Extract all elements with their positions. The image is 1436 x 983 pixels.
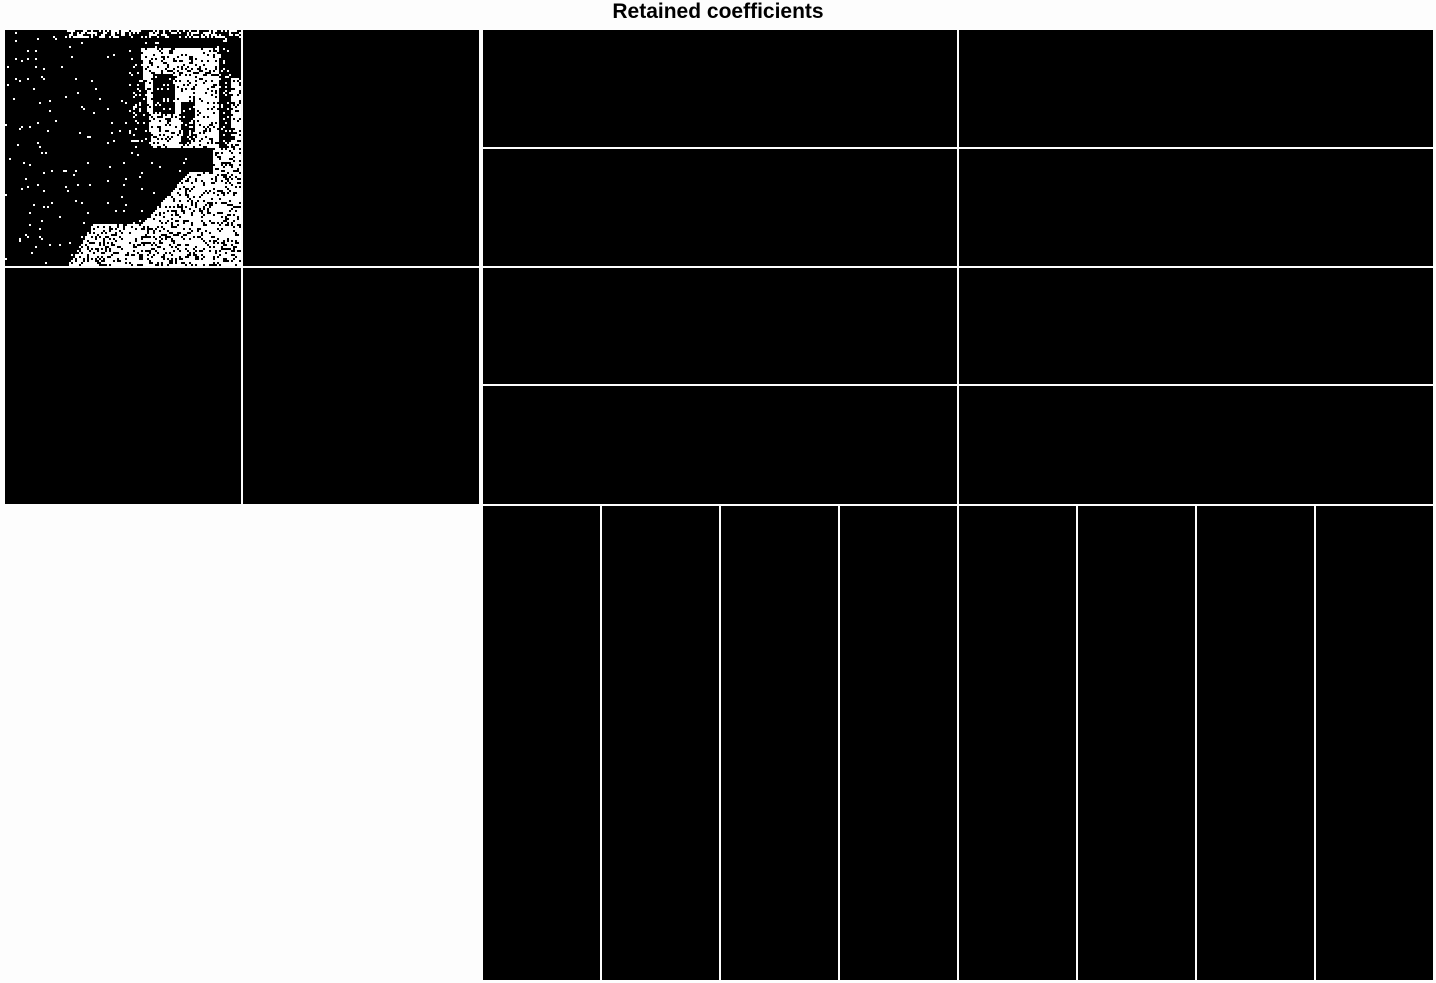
detail-column-1 <box>483 506 600 980</box>
detail-tile-r2c2 <box>959 149 1433 266</box>
detail-column-3 <box>721 506 838 980</box>
detail-tile-r1c1 <box>483 30 957 147</box>
detail-tile-r3c1 <box>483 268 957 384</box>
detail-tile-r4c2 <box>959 386 1433 504</box>
detail-column-7 <box>1197 506 1314 980</box>
detail-column-6 <box>1078 506 1195 980</box>
detail-column-8 <box>1316 506 1433 980</box>
detail-column-2 <box>602 506 719 980</box>
level2-diagonal-detail-tile <box>243 268 479 504</box>
detail-column-5 <box>959 506 1076 980</box>
detail-tile-r2c1 <box>483 149 957 266</box>
retained-coefficient-map <box>5 30 241 266</box>
figure-title: Retained coefficients <box>612 0 824 23</box>
approximation-tile <box>5 30 241 266</box>
detail-tile-r3c2 <box>959 268 1433 384</box>
detail-column-4 <box>840 506 957 980</box>
detail-tile-r1c2 <box>959 30 1433 147</box>
level2-vertical-detail-tile <box>5 268 241 504</box>
detail-tile-r4c1 <box>483 386 957 504</box>
level2-horizontal-detail-tile <box>243 30 479 266</box>
